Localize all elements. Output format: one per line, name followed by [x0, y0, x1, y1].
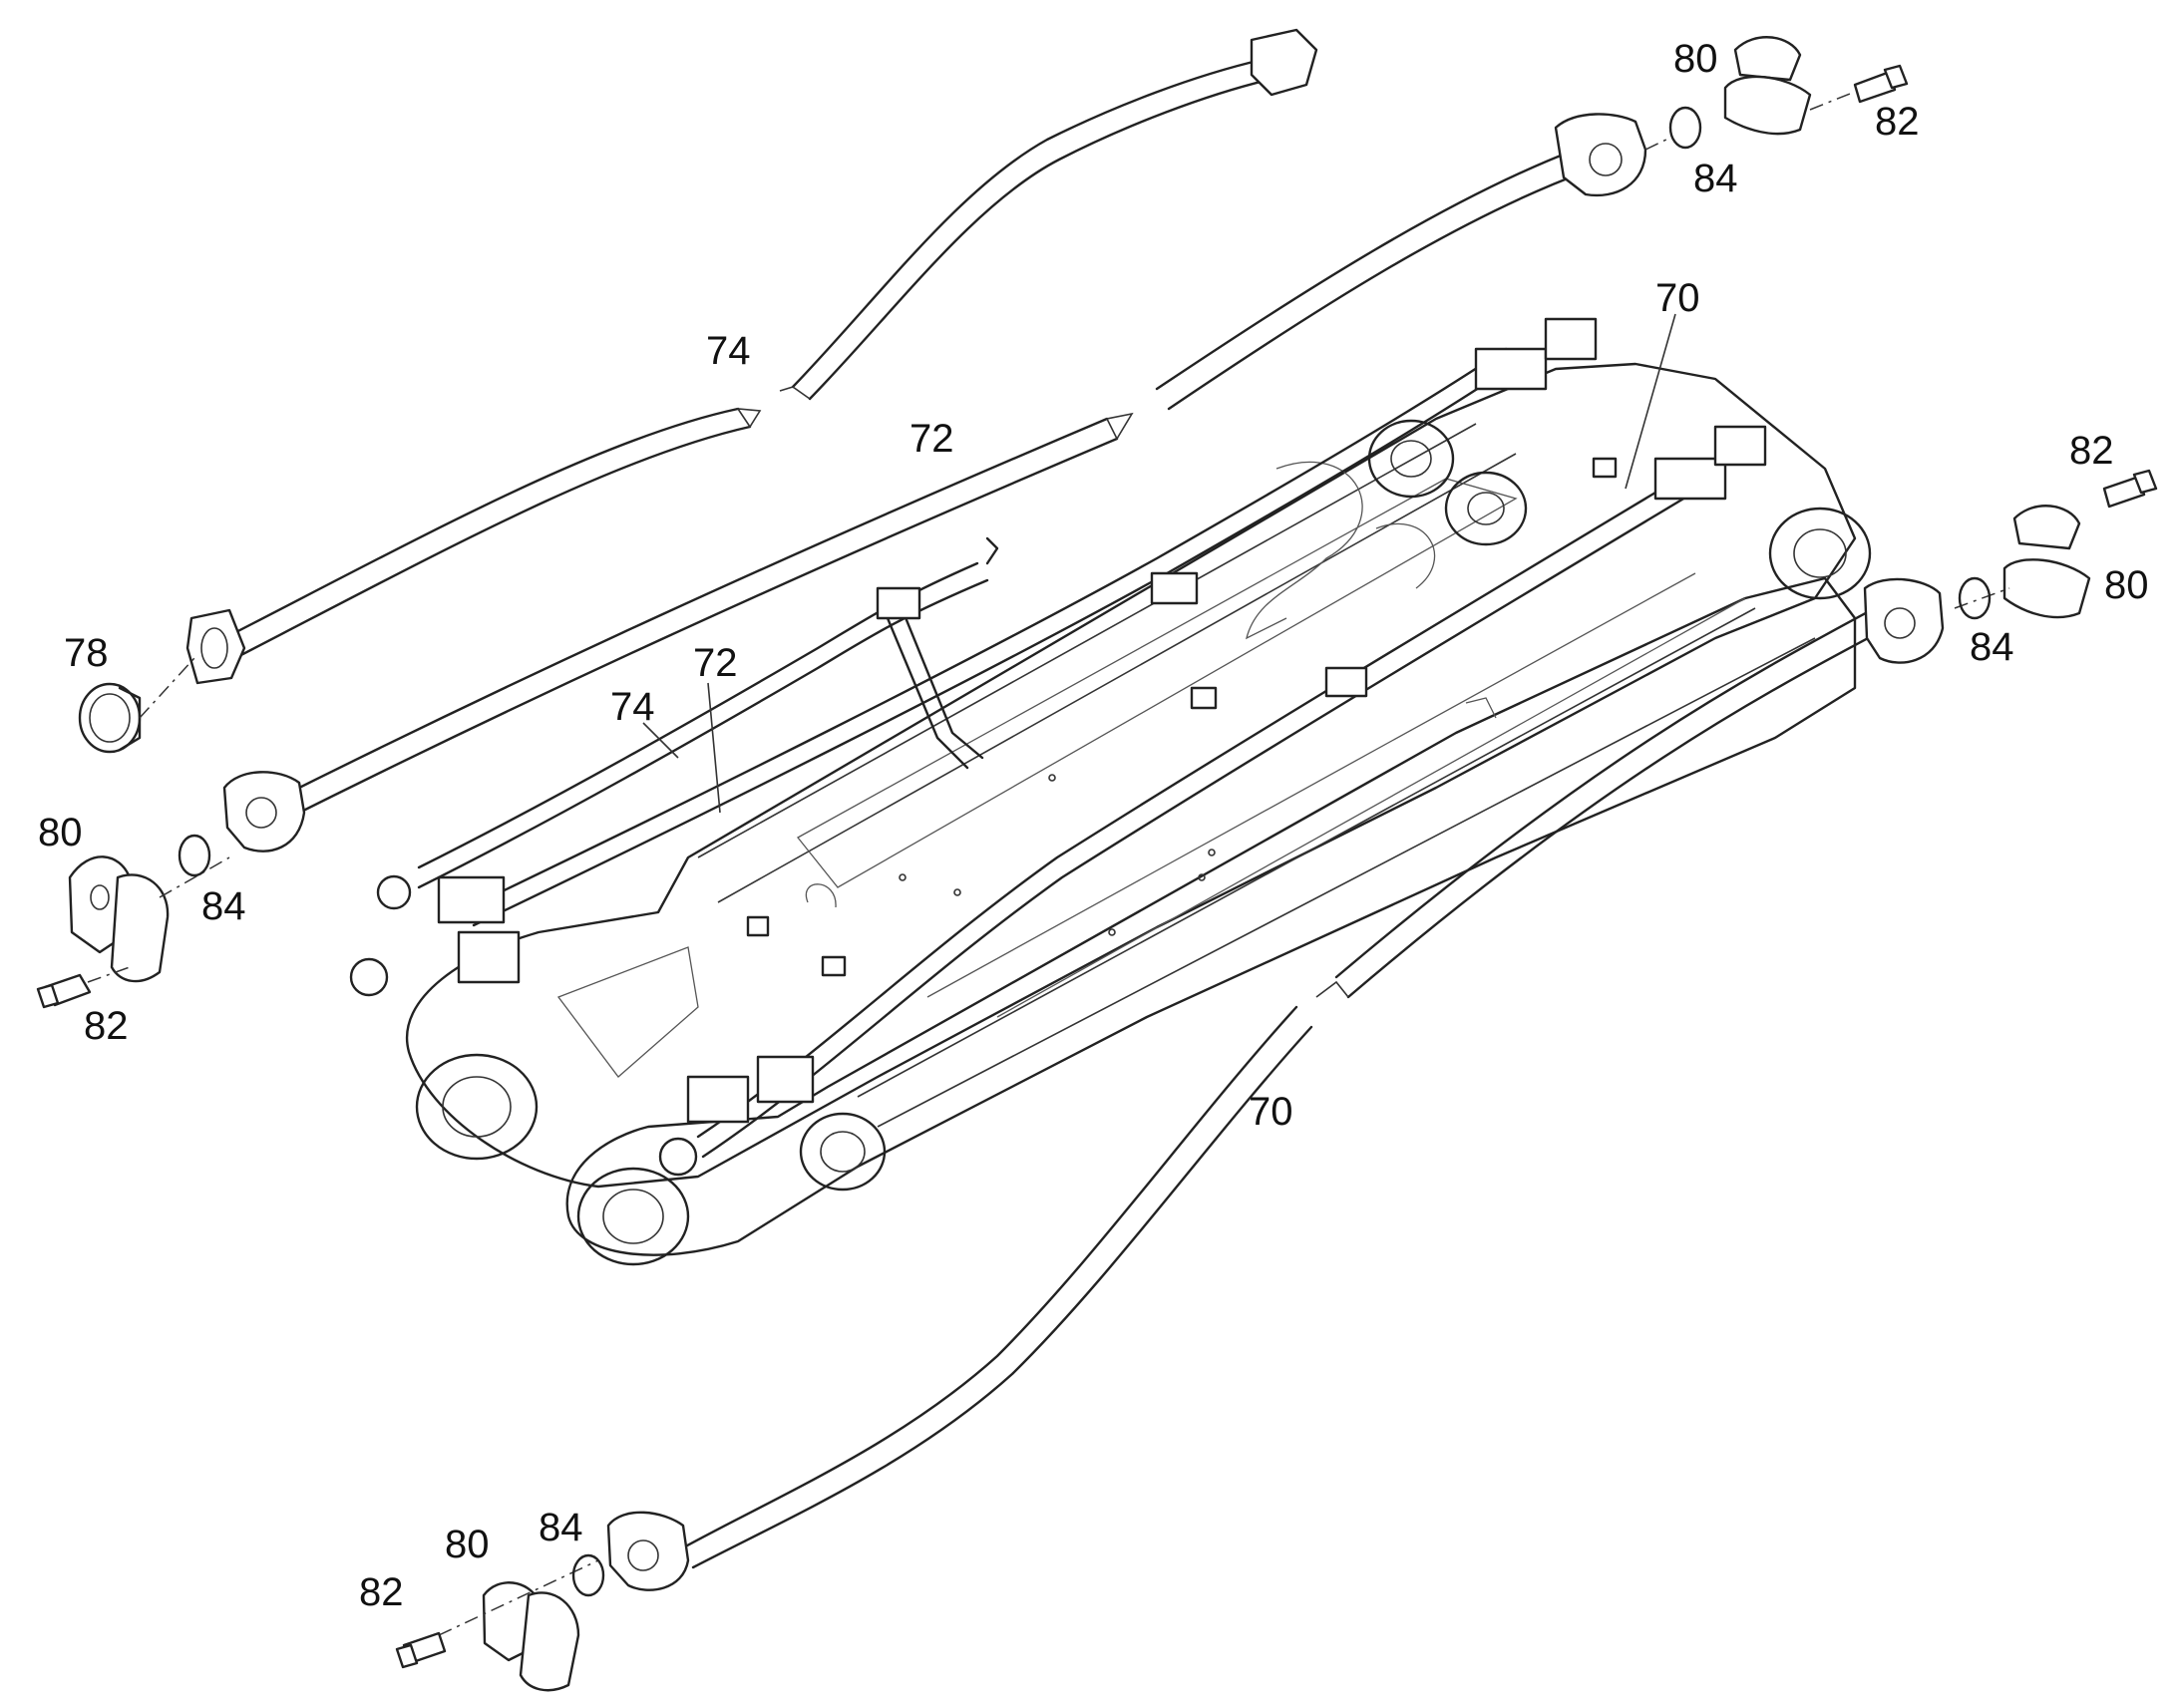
bolt-82-top-right [1853, 64, 1909, 104]
callout-70-upper: 70 [1655, 276, 1700, 320]
bolt-82-left [36, 966, 131, 1009]
leader-70-upper [1625, 313, 1676, 490]
callout-82-top-right: 82 [1875, 100, 1920, 144]
callout-82-bottom: 82 [359, 1570, 404, 1614]
callout-84-top-right: 84 [1693, 157, 1738, 200]
callout-84-right: 84 [1970, 625, 2014, 669]
leader-72-lower [707, 682, 721, 814]
callout-78: 78 [64, 631, 109, 675]
boom-mounted-lines [349, 317, 1767, 1177]
clamp-half-80-left [68, 855, 230, 983]
o-ring-84-left [178, 834, 211, 877]
bolt-82-right [2102, 469, 2158, 509]
fitting-78 [78, 657, 195, 754]
o-ring-84-right [1958, 576, 1992, 620]
callout-74-lower: 74 [610, 685, 655, 729]
callout-labels: 74 72 74 72 70 70 78 80 84 82 80 84 82 8… [38, 37, 2149, 1614]
callout-82-right: 82 [2069, 429, 2114, 473]
leader-74-lower [642, 722, 679, 759]
pipe-74-upper [185, 28, 1318, 685]
clamp-half-80-top-right [1723, 36, 1856, 136]
callout-84-bottom: 84 [539, 1506, 583, 1549]
callout-72-upper: 72 [909, 417, 954, 461]
callout-80-right: 80 [2104, 563, 2149, 607]
o-ring-84-top-right [1644, 106, 1702, 151]
bolt-82-bottom [395, 1631, 447, 1669]
callout-72-lower: 72 [693, 641, 738, 685]
boom-structure [405, 362, 1872, 1266]
clamp-half-80-bottom [438, 1559, 599, 1692]
clamp-half-80-right [1954, 505, 2091, 619]
callout-70-lower: 70 [1249, 1090, 1293, 1134]
o-ring-84-bottom [571, 1553, 605, 1597]
callout-74-upper: 74 [706, 329, 751, 373]
pipe-72-upper [222, 113, 1647, 853]
pipe-70-lower [606, 577, 1945, 1591]
callout-80-left: 80 [38, 811, 83, 854]
callout-84-left: 84 [201, 884, 246, 928]
callout-80-top-right: 80 [1673, 37, 1718, 81]
callout-82-left: 82 [84, 1004, 129, 1048]
callout-80-bottom: 80 [445, 1523, 490, 1566]
